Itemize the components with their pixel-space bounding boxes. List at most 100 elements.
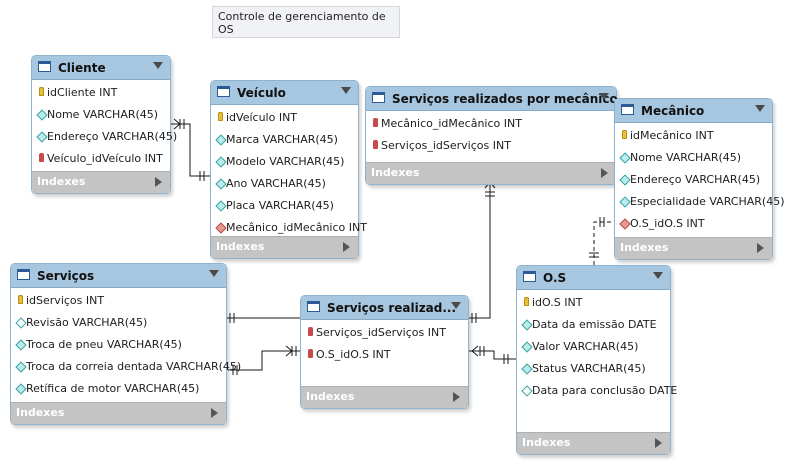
table-cliente[interactable]: Cliente idCliente INT Nome VARCHAR(45) E…: [31, 55, 177, 194]
rel-os-mecanico: [593, 221, 614, 265]
column-name: Retífica de motor VARCHAR(45): [26, 382, 200, 395]
column-row[interactable]: idO.S INT: [517, 292, 670, 314]
expand-arrow-icon[interactable]: [211, 408, 218, 418]
table-icon: [523, 271, 536, 282]
column-row[interactable]: Troca de pneu VARCHAR(45): [11, 334, 226, 356]
column-diamond-outline-icon: [521, 385, 533, 397]
table-icon: [217, 86, 230, 97]
column-row[interactable]: Data para conclusão DATE: [517, 380, 677, 402]
indexes-bar[interactable]: Indexes: [32, 171, 170, 193]
column-diamond-icon: [619, 196, 631, 208]
column-diamond-icon: [619, 152, 631, 164]
column-row[interactable]: Mecânico_idMecânico INT: [211, 217, 367, 239]
table-header[interactable]: Mecânico: [615, 99, 772, 123]
column-row[interactable]: idMecânico INT: [615, 125, 772, 147]
column-diamond-icon: [36, 109, 48, 121]
table-servicos[interactable]: Serviços idServiços INT Revisão VARCHAR(…: [10, 263, 241, 425]
column-name: Modelo VARCHAR(45): [226, 155, 345, 168]
indexes-label: Indexes: [37, 175, 86, 188]
indexes-bar[interactable]: Indexes: [301, 386, 468, 408]
column-row[interactable]: Modelo VARCHAR(45): [211, 151, 358, 173]
table-header[interactable]: Cliente: [32, 56, 170, 80]
indexes-bar[interactable]: Indexes: [11, 402, 226, 424]
column-row[interactable]: Especialidade VARCHAR(45): [615, 191, 785, 213]
column-row[interactable]: Endereço VARCHAR(45): [32, 126, 177, 148]
collapse-arrow-icon[interactable]: [451, 302, 461, 309]
column-row[interactable]: Nome VARCHAR(45): [615, 147, 772, 169]
column-name: Data da emissão DATE: [532, 318, 657, 331]
indexes-bar[interactable]: Indexes: [211, 236, 358, 258]
column-row[interactable]: Revisão VARCHAR(45): [11, 312, 226, 334]
table-os[interactable]: O.S idO.S INT Data da emissão DATE Valor…: [516, 265, 677, 455]
indexes-label: Indexes: [16, 406, 65, 419]
column-row[interactable]: Veículo_idVeículo INT: [32, 148, 170, 170]
expand-arrow-icon[interactable]: [155, 177, 162, 187]
column-row[interactable]: Serviços_idServiços INT: [366, 135, 616, 157]
column-row[interactable]: Nome VARCHAR(45): [32, 104, 170, 126]
table-name: Cliente: [58, 61, 106, 75]
table-mecanico[interactable]: Mecânico idMecânico INT Nome VARCHAR(45)…: [614, 98, 785, 260]
collapse-arrow-icon[interactable]: [653, 272, 663, 279]
collapse-arrow-icon[interactable]: [599, 93, 609, 100]
indexes-label: Indexes: [216, 240, 265, 253]
column-diamond-icon: [619, 174, 631, 186]
column-row[interactable]: idCliente INT: [32, 82, 170, 104]
column-name: Troca da correia dentada VARCHAR(45): [26, 360, 242, 373]
column-row[interactable]: O.S_idO.S INT: [301, 344, 468, 366]
column-diamond-icon: [521, 341, 533, 353]
column-name: Data para conclusão DATE: [532, 384, 678, 397]
table-servicos-realizados-por-mecanico[interactable]: Serviços realizados por mecânico Mecânic…: [365, 86, 618, 185]
indexes-bar[interactable]: Indexes: [366, 162, 616, 184]
column-name: Ano VARCHAR(45): [226, 177, 326, 190]
primary-key-icon: [18, 295, 23, 304]
column-row[interactable]: Placa VARCHAR(45): [211, 195, 358, 217]
foreign-key-icon: [308, 349, 313, 358]
collapse-arrow-icon[interactable]: [209, 270, 219, 277]
column-row[interactable]: Endereço VARCHAR(45): [615, 169, 772, 191]
table-header[interactable]: Serviços realizad...: [301, 296, 468, 320]
column-row[interactable]: Serviços_idServiços INT: [301, 322, 468, 344]
table-veiculo[interactable]: Veículo idVeículo INT Marca VARCHAR(45) …: [210, 80, 367, 259]
table-servicos-realizados[interactable]: Serviços realizad... Serviços_idServiços…: [300, 295, 469, 409]
column-name: Marca VARCHAR(45): [226, 133, 338, 146]
collapse-arrow-icon[interactable]: [153, 62, 163, 69]
column-row[interactable]: Status VARCHAR(45): [517, 358, 670, 380]
rel-servmec-os: [467, 183, 491, 319]
column-row[interactable]: Retífica de motor VARCHAR(45): [11, 378, 226, 400]
column-row[interactable]: Ano VARCHAR(45): [211, 173, 358, 195]
expand-arrow-icon[interactable]: [757, 243, 764, 253]
column-name: Veículo_idVeículo INT: [47, 152, 163, 165]
expand-arrow-icon[interactable]: [343, 242, 350, 252]
column-name: Valor VARCHAR(45): [532, 340, 639, 353]
collapse-arrow-icon[interactable]: [341, 87, 351, 94]
expand-arrow-icon[interactable]: [453, 392, 460, 402]
primary-key-icon: [39, 87, 44, 96]
indexes-bar[interactable]: Indexes: [517, 432, 670, 454]
primary-key-icon: [622, 130, 627, 139]
collapse-arrow-icon[interactable]: [755, 105, 765, 112]
expand-arrow-icon[interactable]: [655, 438, 662, 448]
column-row[interactable]: O.S_idO.S INT: [615, 213, 772, 235]
column-name: Mecânico_idMecânico INT: [226, 221, 367, 234]
column-diamond-icon: [15, 339, 27, 351]
indexes-label: Indexes: [371, 166, 420, 179]
table-header[interactable]: O.S: [517, 266, 670, 290]
column-row[interactable]: idServiços INT: [11, 290, 226, 312]
column-row[interactable]: Data da emissão DATE: [517, 314, 670, 336]
diagram-title-note[interactable]: Controle de gerenciamento de OS: [212, 6, 400, 38]
column-row[interactable]: Troca da correia dentada VARCHAR(45): [11, 356, 241, 378]
indexes-bar[interactable]: Indexes: [615, 237, 772, 259]
table-header[interactable]: Veículo: [211, 81, 358, 105]
column-row[interactable]: Mecânico_idMecânico INT: [366, 113, 616, 135]
column-diamond-icon: [215, 156, 227, 168]
indexes-label: Indexes: [306, 390, 355, 403]
column-row[interactable]: Marca VARCHAR(45): [211, 129, 358, 151]
column-name: idServiços INT: [26, 294, 105, 307]
table-header[interactable]: Serviços: [11, 264, 226, 288]
column-name: Mecânico_idMecânico INT: [381, 117, 522, 130]
column-row[interactable]: idVeículo INT: [211, 107, 358, 129]
column-row[interactable]: Valor VARCHAR(45): [517, 336, 670, 358]
expand-arrow-icon[interactable]: [601, 168, 608, 178]
table-header[interactable]: Serviços realizados por mecânico: [366, 87, 618, 111]
